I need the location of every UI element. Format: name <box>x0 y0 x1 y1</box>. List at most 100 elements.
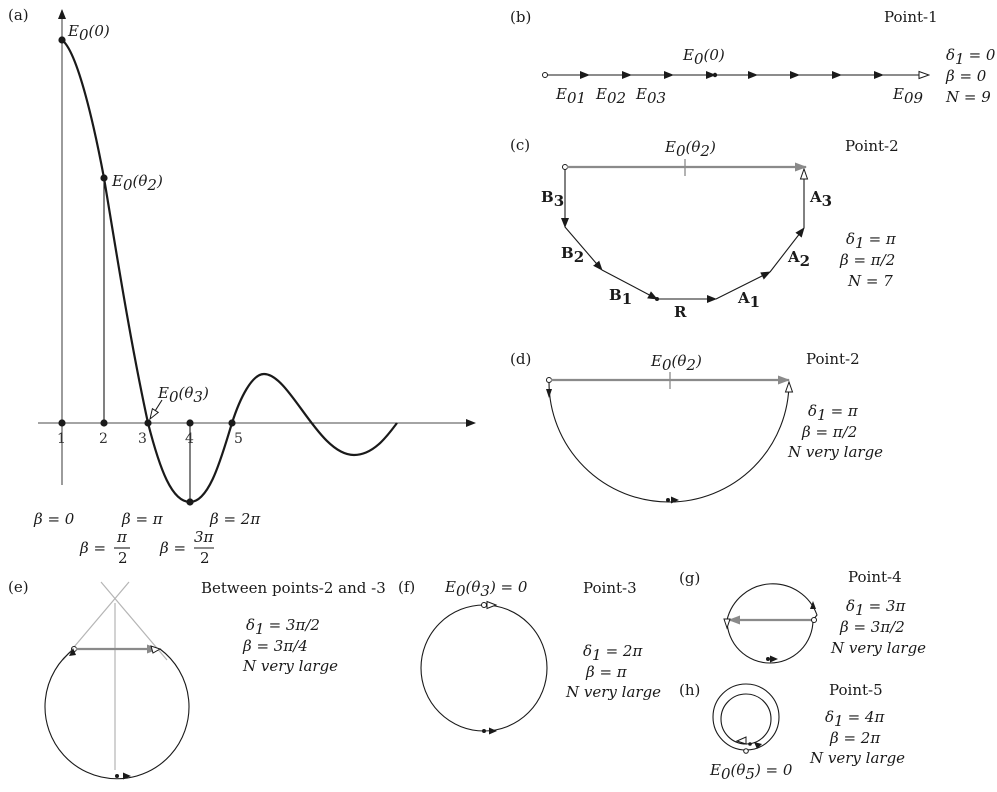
panel-g-mid-arrow <box>770 655 778 663</box>
panel-f-origin <box>481 602 487 608</box>
panel-f-mid-arrow <box>489 727 497 735</box>
panel-c-label-b3: B3 <box>541 188 564 210</box>
panel-c-params: δ1= π β = π/2 N = 7 <box>839 230 897 290</box>
panel-c-vector-b2 <box>564 226 603 271</box>
panel-g-point4-spiral: (g) Point-4 δ1= 3π β = 3π/2 N very large <box>679 568 926 664</box>
svg-text:δ1= 3π: δ1= 3π <box>846 597 906 619</box>
panel-h-center-dot <box>748 742 752 746</box>
panel-d-label: (d) <box>510 350 531 368</box>
panel-a-beta-0: β = 0 <box>33 510 75 528</box>
svg-text:β = π: β = π <box>585 663 628 681</box>
panel-d-point-title: Point-2 <box>806 350 860 368</box>
panel-d-center-dot <box>666 498 670 502</box>
panel-g-point-title: Point-4 <box>848 568 902 586</box>
panel-h-end-arrow <box>754 742 762 749</box>
panel-g-center-dot <box>766 657 770 661</box>
panel-a-tick-4: 4 <box>185 431 194 447</box>
panel-b-phasor-e03: E03 <box>635 85 666 107</box>
panel-e-params: δ1= 3π/2 β = 3π/4 N very large <box>242 616 338 675</box>
panel-b-resultant-label: E0(0) <box>682 46 725 68</box>
panel-e-label: (e) <box>8 578 29 596</box>
panel-c-label-r: R <box>674 303 687 321</box>
svg-text:N very large: N very large <box>565 683 661 701</box>
panel-e-start-arrow <box>69 648 76 656</box>
panel-b-params: δ1= 0 β = 0 N = 9 <box>945 46 996 106</box>
svg-text:N very large: N very large <box>242 657 338 675</box>
svg-text:N very large: N very large <box>830 639 926 657</box>
panel-c-vector-a1 <box>715 271 771 300</box>
svg-text:π: π <box>116 528 128 546</box>
panel-a-beta-pi-over-2: β = π 2 <box>79 528 130 567</box>
svg-text:2: 2 <box>200 549 210 567</box>
panel-e-mid-arrow <box>123 772 131 780</box>
panel-d-point2-arc: (d) Point-2 E0(θ2) δ1= π β = π/2 N very … <box>510 350 883 504</box>
panel-a-theta3-pointer <box>150 399 163 419</box>
svg-text:N very large: N very large <box>787 443 883 461</box>
panel-a-point-tick4 <box>186 419 194 427</box>
panel-g-label: (g) <box>679 569 700 587</box>
svg-text:δ1= π: δ1= π <box>808 402 859 424</box>
panel-h-start-arrow <box>735 736 747 745</box>
panel-a-point-tick1 <box>58 419 66 427</box>
panel-f-phasor-circle <box>420 604 548 732</box>
panel-c-vector-a2 <box>769 227 805 273</box>
panel-c-label: (c) <box>510 136 530 154</box>
panel-g-spiral-outer <box>726 583 818 621</box>
panel-b-phasor-e09: E09 <box>892 85 923 107</box>
panel-h-params: δ1= 4π β = 2π N very large <box>809 708 905 767</box>
svg-text:2: 2 <box>118 549 128 567</box>
panel-h-resultant-label: E0(θ5) = 0 <box>709 761 793 783</box>
svg-text:N = 9: N = 9 <box>945 88 991 106</box>
panel-a-label-e0-theta3: E0(θ3) <box>157 384 209 406</box>
panel-d-phasor-arc <box>548 381 790 503</box>
svg-text:β = 3π/2: β = 3π/2 <box>839 618 905 636</box>
svg-text:β =: β = <box>79 539 106 557</box>
panel-f-center-dot <box>482 729 486 733</box>
panel-a-point-tick2 <box>100 419 108 427</box>
panel-c-vector-b1 <box>601 269 658 300</box>
panel-a-tick-5: 5 <box>234 431 243 447</box>
panel-h-label: (h) <box>679 681 700 699</box>
svg-text:3π: 3π <box>194 528 215 546</box>
panel-b-phasor-e01: E01 <box>555 85 586 107</box>
svg-text:β = π/2: β = π/2 <box>839 251 895 269</box>
panel-c-label-b2: B2 <box>561 244 584 266</box>
panel-f-params: δ1= 2π β = π N very large <box>565 642 661 701</box>
panel-e-construction-lines <box>62 581 168 770</box>
panel-g-params: δ1= 3π β = 3π/2 N very large <box>830 597 926 657</box>
panel-c-point2-polygon: (c) Point-2 E0(θ2) B3 B2 B1 R A1 A2 A3 δ… <box>510 136 899 321</box>
panel-a-label: (a) <box>8 6 29 24</box>
panel-a-label-e0-0: E0(0) <box>67 22 110 44</box>
panel-c-label-a2: A2 <box>787 248 810 270</box>
panel-f-resultant-label: E0(θ3) = 0 <box>444 578 528 600</box>
panel-c-resultant-label: E0(θ2) <box>664 138 716 160</box>
svg-text:N very large: N very large <box>809 749 905 767</box>
panel-h-origin <box>743 748 749 754</box>
panel-c-phasor-polygon <box>561 169 805 303</box>
panel-e-point-title: Between points-2 and -3 <box>201 579 386 597</box>
panel-e-end-arrow <box>150 645 162 654</box>
panel-d-origin <box>546 377 552 383</box>
svg-text:δ1= π: δ1= π <box>846 230 897 252</box>
panel-f-point-title: Point-3 <box>583 579 637 597</box>
svg-text:β =: β = <box>159 539 186 557</box>
svg-text:δ1= 3π/2: δ1= 3π/2 <box>246 616 320 638</box>
panel-a-point-tick3 <box>144 419 152 427</box>
panel-c-label-b1: B1 <box>609 286 632 308</box>
panel-a-label-e0-theta2: E0(θ2) <box>111 172 163 194</box>
svg-text:β = π/2: β = π/2 <box>801 423 857 441</box>
panel-b-midpoint <box>712 72 718 78</box>
panel-c-center-dot <box>655 297 659 301</box>
panel-d-arc-end-arrow <box>784 380 794 393</box>
svg-text:β = 0: β = 0 <box>945 67 987 85</box>
panel-b-point1-phasors: (b) Point-1 E0(0) E01 E02 E03 E09 δ1= 0 … <box>510 8 996 107</box>
panel-a-tick-2: 2 <box>99 431 108 447</box>
panel-e-phasor-circle <box>44 648 190 780</box>
panel-f-label: (f) <box>398 578 415 596</box>
panel-d-arc-start-arrow <box>546 389 552 398</box>
panel-c-point-title: Point-2 <box>845 137 899 155</box>
panel-b-phasor-e02: E02 <box>595 85 626 107</box>
panel-g-start-arrow <box>723 618 731 630</box>
panel-a-beta-3pi-over-2: β = 3π 2 <box>159 528 215 567</box>
